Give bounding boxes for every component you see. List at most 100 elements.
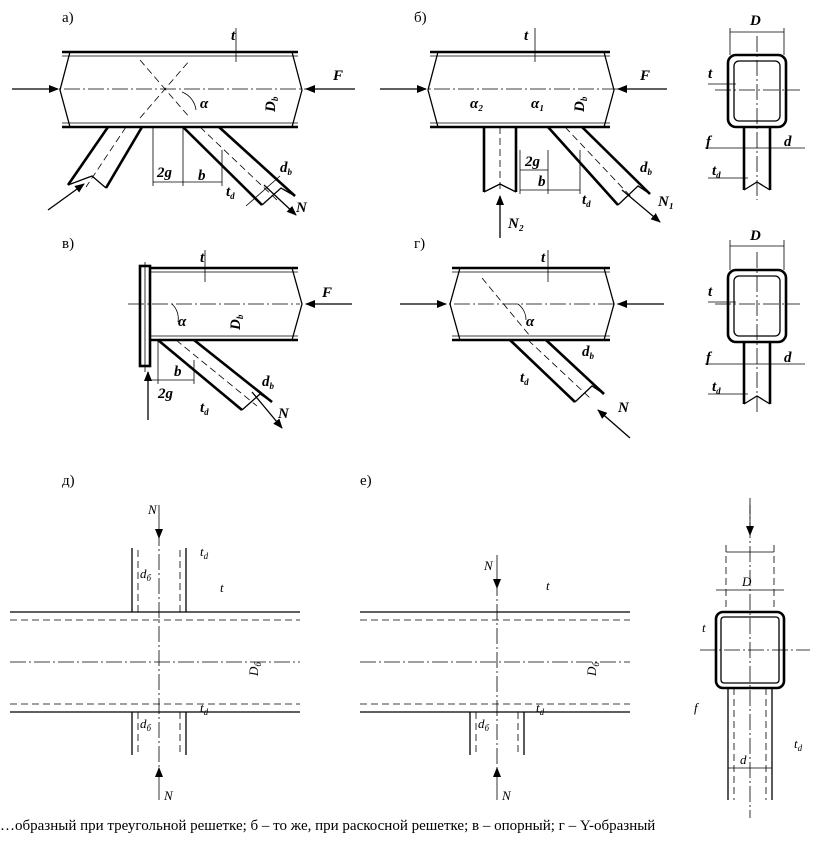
Db-main: D xyxy=(263,101,279,113)
db-sub-v: b xyxy=(270,381,275,391)
figure-caption: …образный при треугольной решетке; б – т… xyxy=(0,818,656,834)
section2-td-main: t xyxy=(712,379,717,395)
svg-text:Db: Db xyxy=(572,96,589,113)
alpha-label-v: α xyxy=(178,314,187,330)
db-main: d xyxy=(280,160,288,176)
td-main-v: t xyxy=(200,400,205,416)
td-sub-e: d xyxy=(540,707,545,717)
section2-f-label: f xyxy=(706,350,713,366)
d6-main-e: d xyxy=(478,716,485,731)
svg-text:td: td xyxy=(520,370,529,387)
td-main-b: t xyxy=(582,192,587,208)
width-b-label-v: b xyxy=(174,364,182,380)
force-N-label-e-bottom: N xyxy=(501,788,512,803)
alpha1-label: α₁ xyxy=(531,96,545,112)
D6-sub-d: б xyxy=(253,662,263,667)
svg-text:N₂: N₂ xyxy=(507,216,524,232)
panel-v-support-joint: в) F N t α Db b 2g td db xyxy=(62,236,352,429)
Db-sub: b xyxy=(270,96,280,101)
svg-text:db: db xyxy=(262,374,275,391)
panel-v-label: в) xyxy=(62,236,74,252)
td-main-g: t xyxy=(520,370,525,386)
section-view-2: D t f d td xyxy=(705,228,805,412)
section1-d-label: d xyxy=(784,134,792,150)
wall-t-label-v: t xyxy=(200,250,205,266)
svg-text:td: td xyxy=(536,700,545,717)
section3-f-label: f xyxy=(694,700,700,715)
gap-2g-label-b: 2g xyxy=(524,154,541,170)
panel-a-k-joint: а) F N t α Db xyxy=(12,10,355,216)
Db-sub-v: b xyxy=(235,314,245,319)
D6-main-d: D xyxy=(246,666,261,677)
td-main-e: t xyxy=(536,700,540,715)
panel-d-x-joint: д) N N dб dб td td t Dб xyxy=(10,473,300,803)
td-sub-d-bottom: d xyxy=(204,707,209,717)
wall-t-label-e: t xyxy=(546,578,550,593)
panel-b-n-joint: б) F N₂ N₁ t α₂ α₁ Db xyxy=(380,10,674,238)
force-F-label-b: F xyxy=(639,68,650,84)
section1-D-label: D xyxy=(749,13,761,29)
section3-td-main: t xyxy=(794,736,798,751)
Db-main-b: D xyxy=(572,101,588,113)
force-N1-label: N₁ xyxy=(657,194,674,210)
panel-e-label: е) xyxy=(360,473,372,489)
section3-t-label: t xyxy=(702,620,706,635)
panel-b-label: б) xyxy=(414,10,427,26)
svg-text:Dб: Dб xyxy=(584,662,601,677)
section2-D-label: D xyxy=(749,228,761,244)
width-b-label: b xyxy=(198,168,206,184)
section3-D-label: D xyxy=(741,574,752,589)
force-N-label: N xyxy=(295,200,308,216)
svg-text:dб: dб xyxy=(140,566,152,583)
section1-td-main: t xyxy=(712,163,717,179)
td-main: t xyxy=(226,184,231,200)
svg-text:Dб: Dб xyxy=(246,662,263,677)
svg-text:td: td xyxy=(794,736,803,753)
db-sub-g: b xyxy=(590,351,595,361)
force-F-label-v: F xyxy=(321,285,332,301)
td-main-d-top: t xyxy=(200,544,204,559)
panel-g-y-joint: г) N t α td db xyxy=(400,236,664,439)
section2-t-label: t xyxy=(708,284,713,300)
panel-a-label: а) xyxy=(62,10,74,26)
section2-d-label: d xyxy=(784,350,792,366)
wall-t-label-g: t xyxy=(541,250,546,266)
wall-t-label-b: t xyxy=(524,28,529,44)
D6-sub-e: б xyxy=(591,662,601,667)
d6-sub-e: б xyxy=(485,723,490,733)
svg-text:td: td xyxy=(200,700,209,717)
td-sub-v: d xyxy=(204,407,209,417)
d6-sub-top: б xyxy=(147,573,152,583)
svg-text:td: td xyxy=(712,379,721,396)
db-sub-b: b xyxy=(648,167,653,177)
section2-td-sub: d xyxy=(716,386,721,396)
svg-text:td: td xyxy=(712,163,721,180)
td-sub-b: d xyxy=(586,199,591,209)
section-view-3: D t f d td xyxy=(694,498,810,818)
Db-sub-b: b xyxy=(579,96,589,101)
D6-main-e: D xyxy=(584,666,599,677)
td-sub-g: d xyxy=(524,377,529,387)
section3-td-sub: d xyxy=(798,743,803,753)
db-sub: b xyxy=(288,167,293,177)
db-main-b: d xyxy=(640,160,648,176)
panel-g-label: г) xyxy=(414,236,425,252)
wall-t-label: t xyxy=(231,28,236,44)
td-main-d-bottom: t xyxy=(200,700,204,715)
alpha2-label: α₂ xyxy=(470,96,484,112)
section1-t-label: t xyxy=(708,66,713,82)
svg-text:td: td xyxy=(200,400,209,417)
panel-d-label: д) xyxy=(62,473,75,489)
alpha-label-g: α xyxy=(526,314,535,330)
td-sub: d xyxy=(230,191,235,201)
gap-2g-label: 2g xyxy=(156,165,173,181)
force-N-label-d-bottom: N xyxy=(163,788,174,803)
section1-f-label: f xyxy=(706,134,713,150)
db-main-g: d xyxy=(582,344,590,360)
force-F-label: F xyxy=(332,68,343,84)
panel-e-t-joint: е) N N dб td t Dб xyxy=(360,473,630,803)
svg-text:Db: Db xyxy=(263,96,280,113)
td-sub-d-top: d xyxy=(204,551,209,561)
svg-text:db: db xyxy=(280,160,293,177)
